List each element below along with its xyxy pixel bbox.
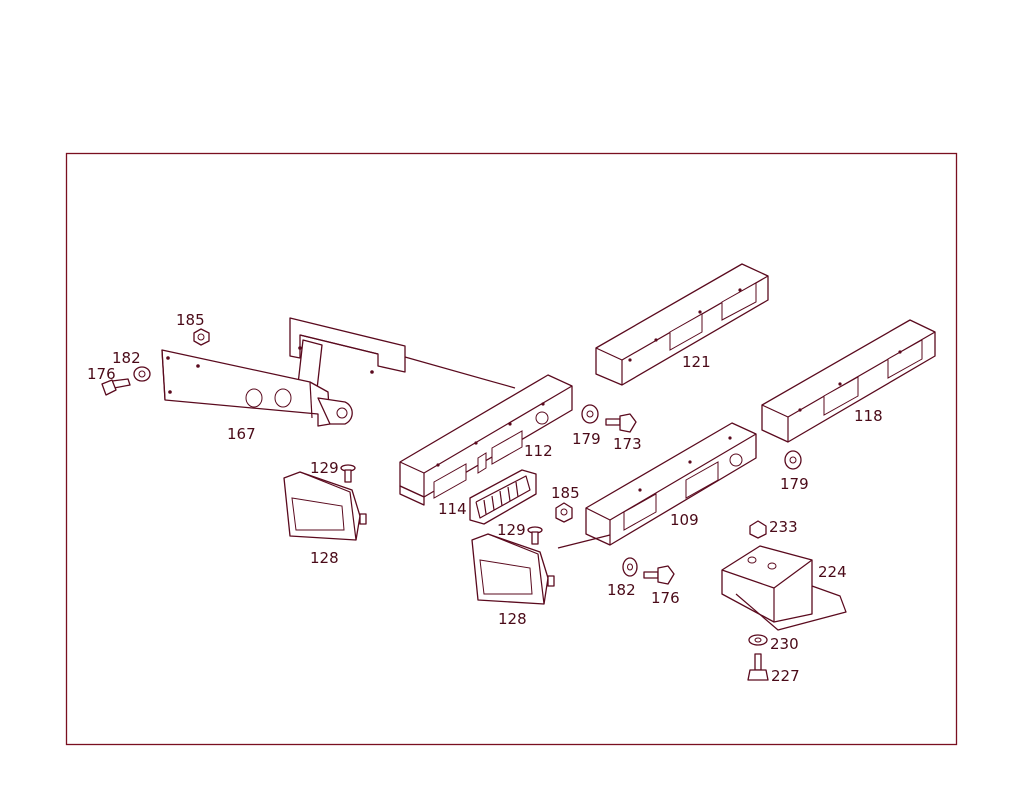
label-121: 121 (682, 353, 711, 371)
label-224: 224 (818, 563, 847, 581)
label-227: 227 (771, 667, 800, 685)
part-182-washer (133, 366, 151, 382)
part-114-grille (469, 469, 537, 525)
part-173-bolt (605, 413, 637, 433)
diagram-frame (65, 152, 958, 746)
part-112-crossmember (399, 374, 573, 506)
label-182-center: 182 (607, 581, 636, 599)
label-129-left: 129 (310, 459, 339, 477)
part-224-mount (721, 545, 847, 631)
label-167: 167 (227, 425, 256, 443)
part-182-washer-center (622, 557, 638, 577)
label-179-right: 179 (780, 475, 809, 493)
part-185-nut (193, 328, 210, 346)
part-128-lamp-left (283, 471, 367, 541)
label-176-left: 176 (87, 365, 116, 383)
label-176-center: 176 (651, 589, 680, 607)
label-128-right: 128 (498, 610, 527, 628)
label-230: 230 (770, 635, 799, 653)
part-109-crossmember (557, 422, 757, 549)
label-114: 114 (438, 500, 467, 518)
part-185-nut-center (555, 502, 573, 523)
part-129-screw-right (527, 526, 543, 545)
part-233-nut (749, 520, 767, 539)
label-112: 112 (524, 442, 553, 460)
label-185-top: 185 (176, 311, 205, 329)
leader-line (404, 356, 516, 389)
part-167-bracket (161, 317, 406, 427)
part-179-washer-left (581, 404, 599, 424)
part-176-bolt (101, 378, 131, 396)
part-230-washer (748, 634, 768, 646)
part-227-bolt (747, 653, 769, 681)
label-185-center: 185 (551, 484, 580, 502)
part-128-lamp-right (471, 533, 555, 605)
label-233: 233 (769, 518, 798, 536)
label-118: 118 (854, 407, 883, 425)
part-121-crossmember (595, 263, 769, 386)
label-109: 109 (670, 511, 699, 529)
label-129-right: 129 (497, 521, 526, 539)
label-128-left: 128 (310, 549, 339, 567)
part-118-crossmember (761, 319, 936, 443)
label-179-center: 179 (572, 430, 601, 448)
part-179-washer-right (784, 450, 802, 470)
label-173: 173 (613, 435, 642, 453)
part-129-screw-left (340, 464, 356, 483)
part-176-bolt-center (643, 565, 675, 585)
label-182-left: 182 (112, 349, 141, 367)
